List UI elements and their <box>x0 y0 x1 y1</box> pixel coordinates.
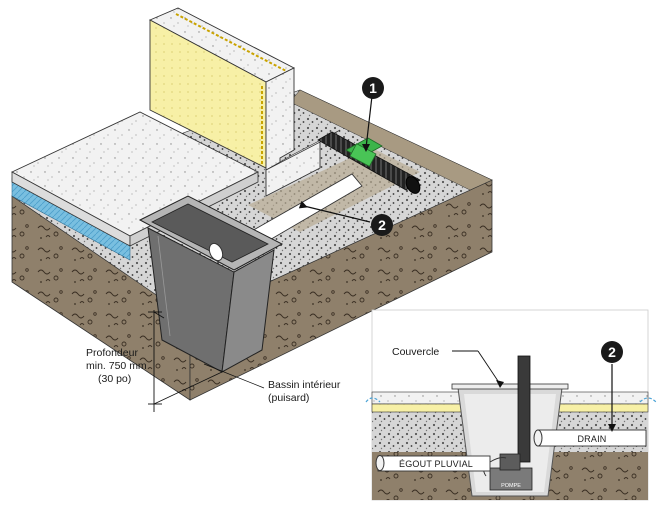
pump: POMPE <box>483 453 533 491</box>
discharge-pipe <box>517 355 531 463</box>
inset-cover <box>451 383 569 390</box>
main-cutaway: 1 2 Profondeur min. 750 mm (30 po) Bassi… <box>11 7 493 412</box>
depth-label-line1: Profondeur <box>86 347 138 359</box>
inset-section: POMPE DRAIN ÉGOUT PLUVIAL Couvercle 2 <box>365 309 657 501</box>
depth-label-line2: min. 750 mm <box>86 360 147 372</box>
inset-callout-2-number: 2 <box>608 344 616 360</box>
inset-drain-pipe: DRAIN <box>533 429 647 447</box>
depth-dimension <box>148 310 265 412</box>
basin-label-line1: Bassin intérieur <box>268 379 341 391</box>
callout-1: 1 <box>362 77 384 152</box>
sump-basin <box>138 195 284 373</box>
pump-label: POMPE <box>501 483 521 489</box>
callout-2-number: 2 <box>378 217 386 233</box>
basin-interior <box>151 203 269 263</box>
storm-sewer-label: ÉGOUT PLUVIAL <box>399 459 473 469</box>
depth-label-line3: (30 po) <box>98 373 131 385</box>
inset-storm-pipe: ÉGOUT PLUVIAL <box>375 455 491 472</box>
drain-label: DRAIN <box>577 434 606 444</box>
callout-2: 2 <box>298 200 393 236</box>
cover-label: Couvercle <box>392 346 439 358</box>
basin-right-face <box>221 249 275 373</box>
cover-leader: Couvercle <box>392 346 504 388</box>
inset-callout-2: 2 <box>601 341 623 432</box>
callout-1-number: 1 <box>369 80 377 96</box>
basin-label-line2: (puisard) <box>268 392 309 404</box>
